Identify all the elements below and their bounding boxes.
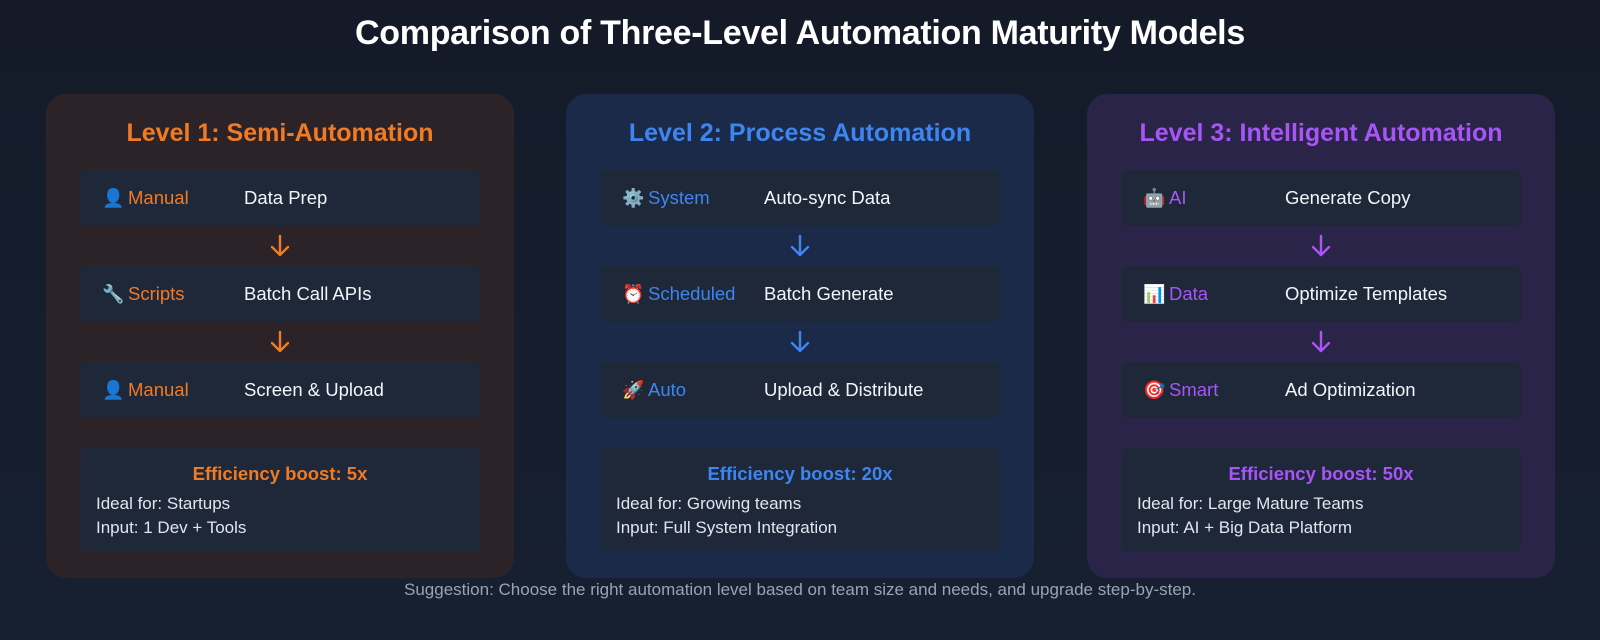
arrow-down-icon: [600, 226, 1000, 266]
arrow-down-icon: [600, 322, 1000, 362]
step-task: Auto-sync Data: [764, 187, 891, 208]
summary-box: Efficiency boost: 50x Ideal for: Large M…: [1121, 448, 1521, 552]
step-role: AI: [1169, 187, 1187, 208]
target-icon: 🎯: [1143, 379, 1166, 400]
step-card: ⏰ Scheduled Batch Generate: [600, 266, 1000, 322]
footer-suggestion: Suggestion: Choose the right automation …: [404, 580, 1196, 599]
arrow-down-icon: [1121, 226, 1521, 266]
arrow-down-icon: [80, 226, 480, 266]
step-task: Upload & Distribute: [764, 379, 924, 400]
alarm-clock-icon: ⏰: [622, 283, 645, 304]
step-role: Scheduled: [648, 283, 736, 304]
step-task: Optimize Templates: [1285, 283, 1448, 304]
step-card: 🤖 AI Generate Copy: [1121, 170, 1521, 226]
step-card: 🎯 Smart Ad Optimization: [1121, 362, 1521, 418]
ideal-for-text: Ideal for: Startups: [96, 494, 231, 513]
step-role: Manual: [128, 379, 189, 400]
efficiency-boost: Efficiency boost: 20x: [707, 463, 893, 484]
summary-box: Efficiency boost: 20x Ideal for: Growing…: [600, 448, 1000, 552]
level-2-card: Level 2: Process Automation ⚙️ System Au…: [566, 94, 1034, 578]
level-columns: Level 1: Semi-Automation 👤 Manual Data P…: [46, 94, 1555, 578]
robot-icon: 🤖: [1143, 187, 1166, 208]
bar-chart-icon: 📊: [1143, 283, 1166, 304]
step-task: Screen & Upload: [244, 379, 384, 400]
step-task: Data Prep: [244, 187, 328, 208]
level-3-card: Level 3: Intelligent Automation 🤖 AI Gen…: [1087, 94, 1555, 578]
input-text: Input: AI + Big Data Platform: [1137, 518, 1352, 537]
ideal-for-text: Ideal for: Growing teams: [616, 494, 802, 513]
arrow-down-icon: [1121, 322, 1521, 362]
wrench-icon: 🔧: [102, 283, 125, 304]
step-card: 🚀 Auto Upload & Distribute: [600, 362, 1000, 418]
step-role: Data: [1169, 283, 1209, 304]
step-card: 🔧 Scripts Batch Call APIs: [80, 266, 480, 322]
step-task: Generate Copy: [1285, 187, 1411, 208]
step-role: Smart: [1169, 379, 1219, 400]
rocket-icon: 🚀: [622, 379, 645, 400]
efficiency-boost: Efficiency boost: 50x: [1228, 463, 1414, 484]
step-task: Batch Generate: [764, 283, 894, 304]
ideal-for-text: Ideal for: Large Mature Teams: [1137, 494, 1364, 513]
step-card: 📊 Data Optimize Templates: [1121, 266, 1521, 322]
level-1-card: Level 1: Semi-Automation 👤 Manual Data P…: [46, 94, 514, 578]
arrow-down-icon: [80, 322, 480, 362]
summary-box: Efficiency boost: 5x Ideal for: Startups…: [80, 448, 480, 552]
step-role: Manual: [128, 187, 189, 208]
step-task: Batch Call APIs: [244, 283, 372, 304]
step-role: System: [648, 187, 710, 208]
level-title: Level 1: Semi-Automation: [126, 119, 434, 147]
person-icon: 👤: [102, 379, 125, 400]
page-title: Comparison of Three-Level Automation Mat…: [355, 14, 1245, 52]
level-title: Level 3: Intelligent Automation: [1139, 119, 1503, 147]
level-title: Level 2: Process Automation: [628, 119, 972, 147]
step-card: 👤 Manual Data Prep: [80, 170, 480, 226]
person-icon: 👤: [102, 187, 125, 208]
gear-icon: ⚙️: [622, 187, 645, 208]
step-card: ⚙️ System Auto-sync Data: [600, 170, 1000, 226]
input-text: Input: 1 Dev + Tools: [96, 518, 247, 537]
step-card: 👤 Manual Screen & Upload: [80, 362, 480, 418]
efficiency-boost: Efficiency boost: 5x: [192, 463, 368, 484]
step-task: Ad Optimization: [1285, 379, 1416, 400]
step-role: Auto: [648, 379, 687, 400]
input-text: Input: Full System Integration: [616, 518, 838, 537]
step-role: Scripts: [128, 283, 185, 304]
